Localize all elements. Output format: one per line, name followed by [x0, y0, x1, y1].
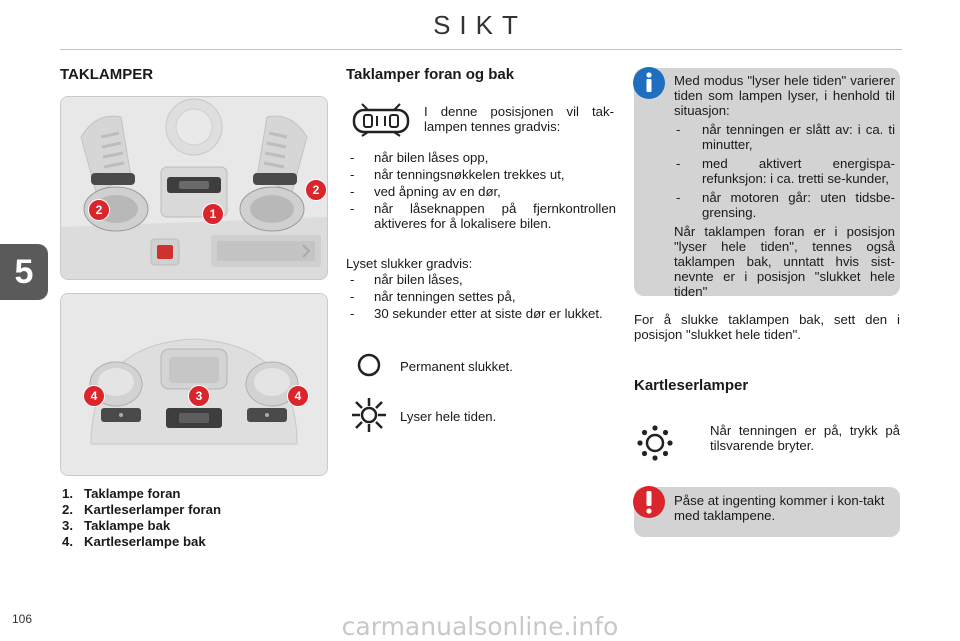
legend-label: Kartleserlamper foran	[84, 502, 222, 517]
reading-lamp-text: Når tenningen er på, trykk på tilsvarend…	[710, 423, 900, 453]
off-conditions-intro: Lyset slukker gradvis:	[346, 256, 473, 271]
list-item: ved åpning av en dør,	[346, 184, 616, 199]
off-position-icon	[357, 353, 381, 377]
callout-badge-2-left: 2	[88, 199, 110, 221]
section-heading-taklamper: TAKLAMPER	[60, 66, 154, 83]
list-item: når tenningsnøkkelen trekkes ut,	[346, 167, 616, 182]
rear-lamp-figure: 4 3 4	[60, 293, 328, 476]
section-heading-taklamper-foran-og-bak: Taklamper foran og bak	[346, 66, 515, 83]
warning-text: Påse at ingenting kommer i kon-takt med …	[674, 493, 885, 523]
figure-legend: 1. Taklampe foran 2. Kartleserlamper foran…	[62, 486, 332, 550]
off-position-label: Permanent slukket.	[400, 359, 513, 374]
always-on-label: Lyser hele tiden.	[400, 409, 497, 424]
on-conditions-list: når bilen låses opp, når tenningsnøkkele…	[346, 150, 616, 233]
rear-lamp-illustration	[61, 294, 327, 475]
info-intro: Med modus "lyser hele tiden" varierer ti…	[674, 73, 895, 118]
legend-label: Taklampe bak	[84, 518, 171, 533]
legend-item: 2. Kartleserlamper foran	[62, 502, 332, 518]
info-item: med aktivert energispa-refunksjon: i ca.…	[674, 156, 895, 186]
info-icon	[633, 67, 665, 99]
watermark: carmanualsonline.info	[341, 612, 619, 641]
callout-badge-2-right: 2	[305, 179, 327, 201]
legend-number: 4.	[62, 534, 73, 549]
section-heading-kartleserlamper: Kartleserlamper	[634, 377, 749, 394]
legend-item: 1. Taklampe foran	[62, 486, 332, 502]
front-lamp-figure: 2 1 2	[60, 96, 328, 280]
warning-icon	[633, 486, 665, 518]
list-item: 30 sekunder etter at siste dør er lukket…	[346, 306, 616, 321]
callout-badge-4-left: 4	[83, 385, 105, 407]
info-text: Med modus "lyser hele tiden" varierer ti…	[674, 73, 895, 299]
header-divider	[60, 49, 902, 50]
rear-lamp-off-text: For å slukke taklampen bak, sett den i p…	[634, 312, 900, 342]
page-number: 106	[12, 612, 33, 626]
legend-item: 4. Kartleserlampe bak	[62, 534, 332, 550]
page-title: SIKT	[433, 10, 527, 40]
legend-item: 3. Taklampe bak	[62, 518, 332, 534]
reading-lamp-icon	[637, 425, 673, 461]
info-item: når tenningen er slått av: i ca. ti minu…	[674, 122, 895, 152]
always-on-icon	[352, 398, 386, 432]
list-item: når bilen låses,	[346, 272, 616, 287]
legend-label: Kartleserlampe bak	[84, 534, 206, 549]
legend-number: 1.	[62, 486, 73, 501]
list-item: når låseknappen på fjernkontrollen aktiv…	[346, 201, 616, 231]
callout-badge-4-right: 4	[287, 385, 309, 407]
legend-label: Taklampe foran	[84, 486, 181, 501]
callout-badge-1: 1	[202, 203, 224, 225]
info-outro: Når taklampen foran er i posisjon "lyser…	[674, 224, 895, 299]
legend-number: 3.	[62, 518, 73, 533]
legend-number: 2.	[62, 502, 73, 517]
info-item: når motoren går: uten tidsbe-grensing.	[674, 190, 895, 220]
callout-badge-3: 3	[188, 385, 210, 407]
warning-callout: Påse at ingenting kommer i kon-takt med …	[633, 486, 900, 537]
door-mode-text: I denne posisjonen vil tak-lampen tennes…	[424, 104, 614, 134]
list-item: når tenningen settes på,	[346, 289, 616, 304]
chapter-tab: 5	[0, 244, 48, 300]
front-lamp-illustration	[61, 97, 327, 279]
list-item: når bilen låses opp,	[346, 150, 616, 165]
door-mode-icon	[352, 103, 410, 137]
info-callout: Med modus "lyser hele tiden" varierer ti…	[633, 67, 900, 299]
off-conditions-list: når bilen låses, når tenningen settes på…	[346, 272, 616, 323]
